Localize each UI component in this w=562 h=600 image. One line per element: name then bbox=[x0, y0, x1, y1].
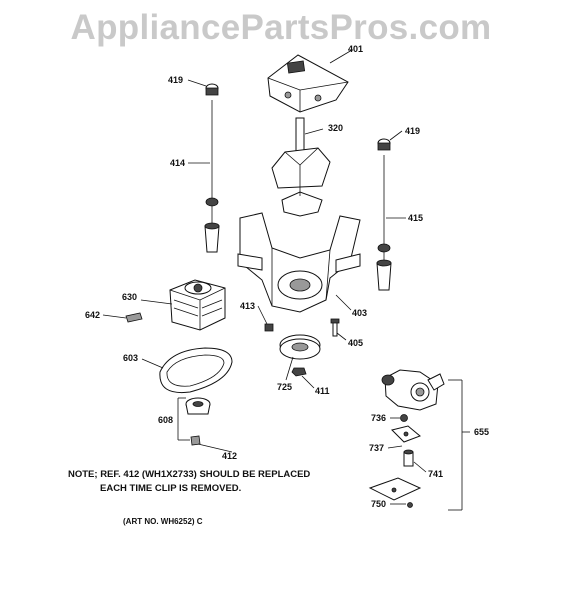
part-411-nut[interactable] bbox=[291, 367, 307, 377]
callout-419-right: 419 bbox=[405, 126, 420, 136]
callout-419-left: 419 bbox=[168, 75, 183, 85]
part-642-clip[interactable] bbox=[125, 312, 143, 323]
callout-737: 737 bbox=[369, 443, 384, 453]
callout-741: 741 bbox=[428, 469, 443, 479]
part-608-motor-pulley[interactable] bbox=[185, 397, 211, 415]
part-750-plate[interactable] bbox=[368, 477, 422, 508]
callout-412: 412 bbox=[222, 451, 237, 461]
callout-608: 608 bbox=[158, 415, 173, 425]
part-630-motor[interactable] bbox=[169, 279, 226, 331]
part-603-belt[interactable] bbox=[159, 347, 233, 394]
callout-655: 655 bbox=[474, 427, 489, 437]
part-320-transmission[interactable] bbox=[271, 117, 331, 217]
callout-630: 630 bbox=[122, 292, 137, 302]
part-412-clip[interactable] bbox=[190, 435, 201, 446]
callout-736: 736 bbox=[371, 413, 386, 423]
replacement-note-line2: EACH TIME CLIP IS REMOVED. bbox=[100, 483, 242, 494]
callout-725: 725 bbox=[277, 382, 292, 392]
callout-415: 415 bbox=[408, 213, 423, 223]
part-725-pulley[interactable] bbox=[279, 334, 321, 360]
part-414-suspension-rod-left[interactable] bbox=[204, 100, 220, 253]
watermark-logo: AppliancePartsPros.com bbox=[70, 8, 492, 47]
replacement-note-line1: NOTE; REF. 412 (WH1X2733) SHOULD BE REPL… bbox=[68, 469, 311, 480]
part-655-pump-assembly[interactable] bbox=[381, 369, 445, 411]
part-419-cap-left[interactable] bbox=[205, 83, 219, 96]
part-415-suspension-rod-right[interactable] bbox=[376, 155, 392, 291]
part-413-bolt[interactable] bbox=[264, 323, 274, 332]
callout-603: 603 bbox=[123, 353, 138, 363]
callout-401: 401 bbox=[348, 44, 363, 54]
part-419-cap-right[interactable] bbox=[377, 138, 391, 151]
part-403-mounting-base[interactable] bbox=[237, 212, 361, 313]
callout-413: 413 bbox=[240, 301, 255, 311]
callout-320: 320 bbox=[328, 123, 343, 133]
callout-405: 405 bbox=[348, 338, 363, 348]
part-737-bracket[interactable] bbox=[391, 425, 421, 443]
callout-750: 750 bbox=[371, 499, 386, 509]
part-401-cover[interactable] bbox=[267, 54, 349, 113]
callout-414: 414 bbox=[170, 158, 185, 168]
art-number: (ART NO. WH6252) C bbox=[123, 517, 203, 526]
callout-403: 403 bbox=[352, 308, 367, 318]
part-736-pump-nut[interactable] bbox=[400, 414, 408, 422]
part-741-spacer[interactable] bbox=[403, 449, 414, 467]
callout-411: 411 bbox=[315, 386, 330, 396]
part-405-pin[interactable] bbox=[330, 318, 340, 337]
callout-642: 642 bbox=[85, 310, 100, 320]
